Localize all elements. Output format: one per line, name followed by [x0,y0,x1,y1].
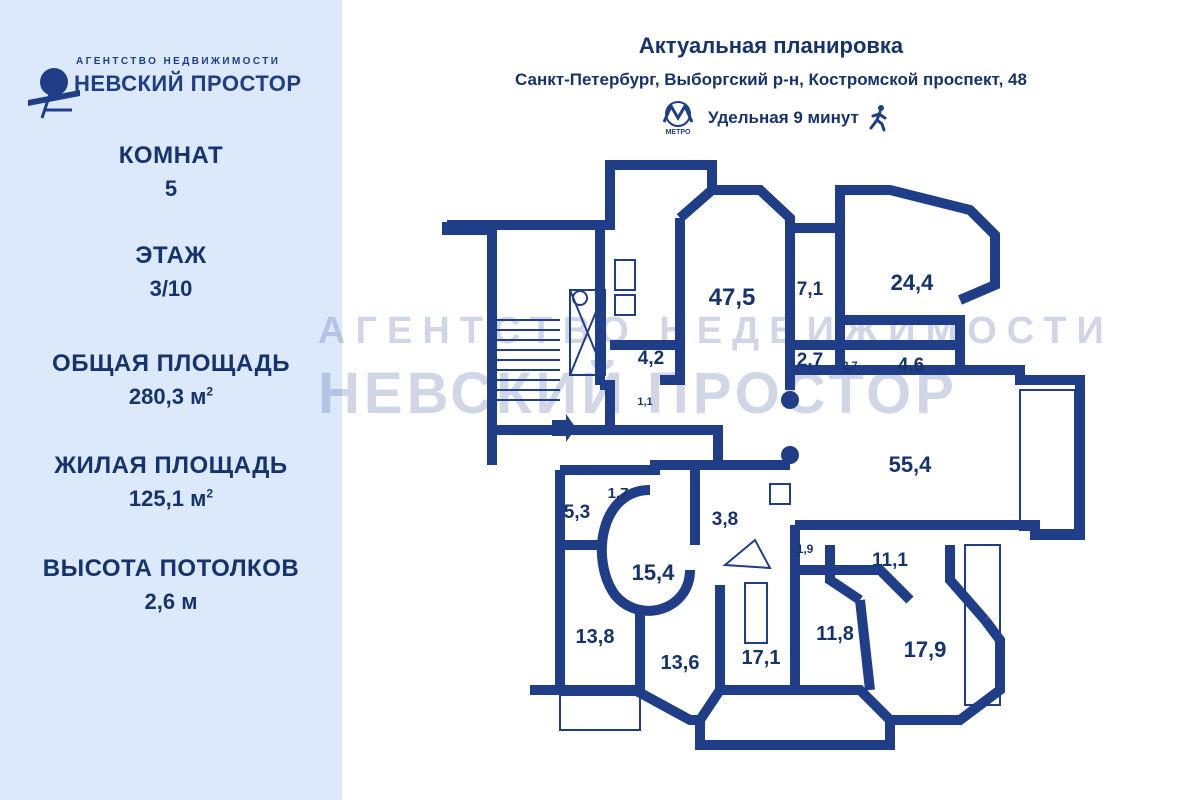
room-area: 4,2 [638,348,664,369]
stat-ceiling-height: ВЫСОТА ПОТОЛКОВ 2,6 м [0,555,342,615]
stat-rooms: КОМНАТ 5 [0,142,342,202]
agency-logo [24,50,324,122]
room-area: 55,4 [889,452,933,477]
room-area: 24,4 [891,270,935,295]
column [781,446,799,464]
room-area: 11,8 [816,623,854,645]
watermark-name: НЕВСКИЙ ПРОСТОР [318,361,958,426]
stat-total-area: ОБЩАЯ ПЛОЩАДЬ 280,3 м2 [0,350,342,410]
walking-person-icon [869,105,887,132]
stat-label: ВЫСОТА ПОТОЛКОВ [42,555,300,582]
info-sidebar: АГЕНТСТВО НЕДВИЖИМОСТИ НЕВСКИЙ ПРОСТОР К… [0,0,342,800]
room-area: 15,4 [632,560,676,585]
stat-label: ЖИЛАЯ ПЛОЩАДЬ [54,452,288,479]
room-area: 17,1 [742,647,781,669]
agency-subtitle: АГЕНТСТВО НЕДВИЖИМОСТИ [76,56,281,67]
metro-info: МЕТРО Удельная 9 минут [658,100,891,136]
metro-station: Удельная 9 минут [708,108,859,127]
room-area: 47,5 [709,284,756,311]
stat-label: КОМНАТ [118,142,224,169]
svg-text:МЕТРО: МЕТРО [666,129,691,136]
room-area: 7,1 [797,279,824,300]
stat-label: ОБЩАЯ ПЛОЩАДЬ [52,350,290,377]
agency-logo-icon [28,68,80,119]
stat-value: 125,1 м2 [128,486,214,511]
address: Санкт-Петербург, Выборгский р-н, Костром… [515,70,1027,89]
stat-living-area: ЖИЛАЯ ПЛОЩАДЬ 125,1 м2 [0,452,342,512]
stat-floor: ЭТАЖ 3/10 [0,242,342,302]
room-area: 13,8 [576,626,615,648]
floor-plan: 47,5 24,4 7,1 2,7 2,7 4,6 4,2 1,1 55,4 5… [442,160,1085,750]
room-area: 5,3 [564,502,590,523]
room-area: 17,9 [904,637,947,662]
stat-value: 2,6 м [144,589,198,614]
thin-outlines [559,259,1076,731]
agency-name: НЕВСКИЙ ПРОСТОР [74,71,302,96]
room-area: 1,7 [608,485,629,502]
metro-logo-icon: МЕТРО [662,101,694,136]
entrance-arrow-icon [552,414,576,442]
stat-value: 3/10 [149,276,193,301]
stat-value: 280,3 м2 [128,384,214,409]
room-area: 1,9 [797,542,814,556]
stat-value: 5 [164,176,178,201]
column [781,391,799,409]
room-area: 2,7 [797,350,823,371]
room-area: 1,1 [637,396,652,408]
curved-wall [596,485,695,616]
room-area: 3,8 [712,509,738,530]
watermark-subtitle: АГЕНТСТВО НЕДВИЖИМОСТИ [318,310,1114,352]
staircase [497,319,560,401]
room-area: 11,1 [872,550,908,571]
room-area: 4,6 [898,355,924,376]
plan-title: Актуальная планировка [638,33,904,58]
stat-label: ЭТАЖ [135,242,207,269]
room-area: 2,7 [842,360,857,372]
room-area: 13,6 [661,652,700,674]
